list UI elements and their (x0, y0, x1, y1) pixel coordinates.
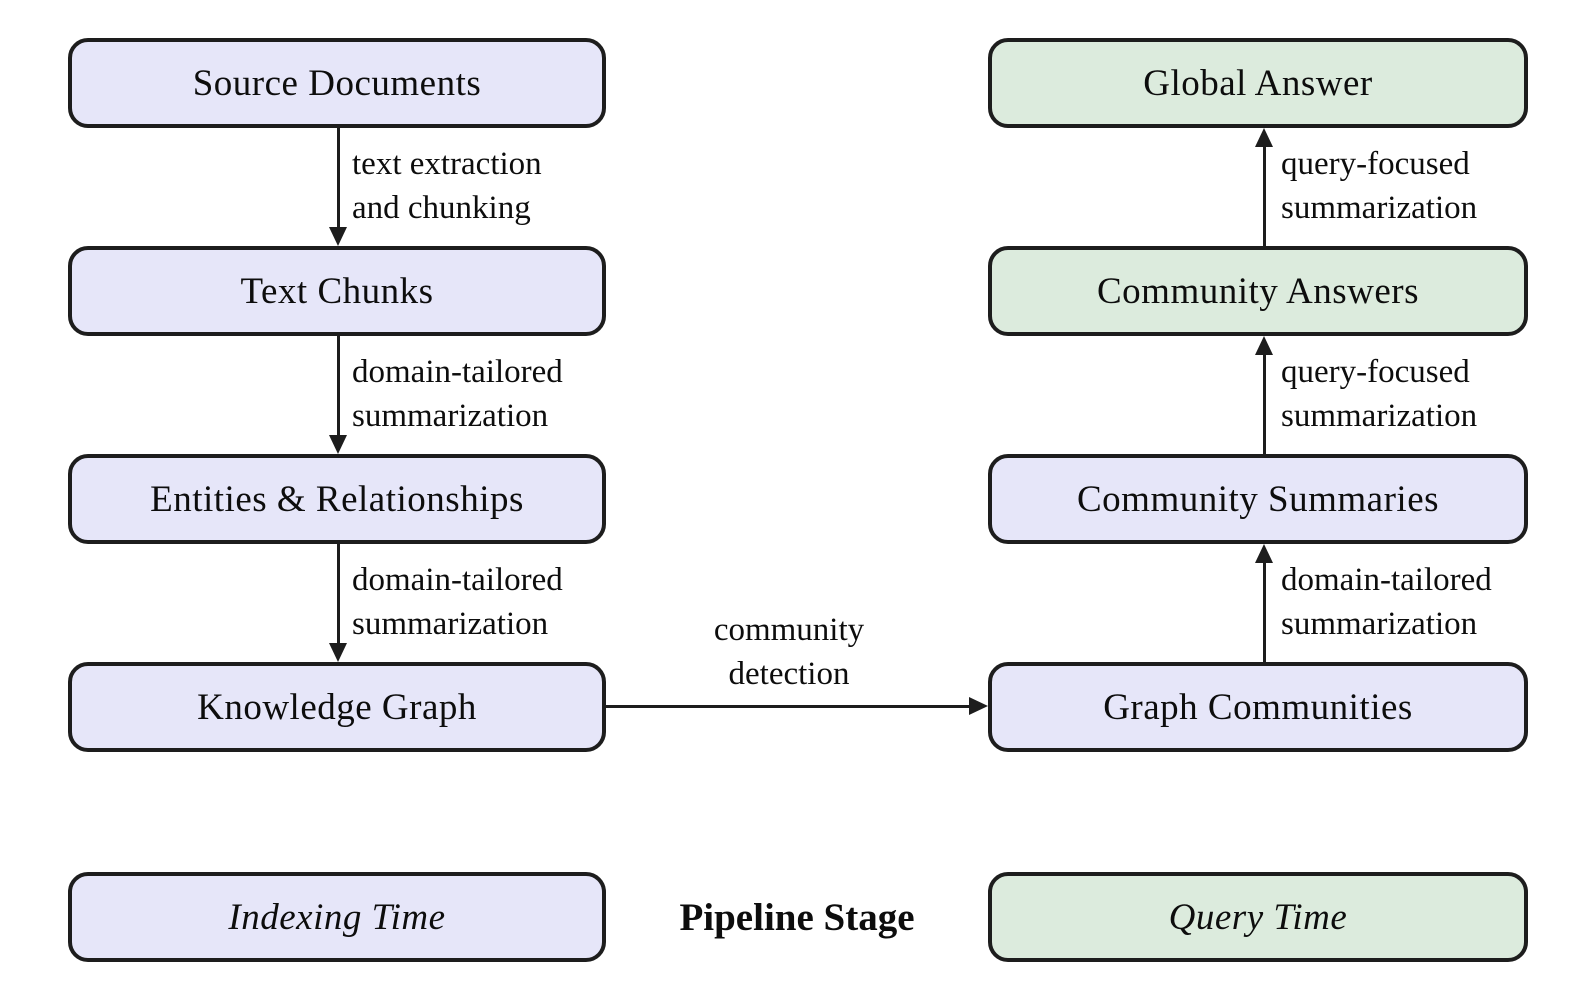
edge-source-to-chunks-label: text extraction and chunking (352, 146, 542, 226)
edge-source-to-chunks-line (337, 128, 340, 228)
legend-indexing-time: Indexing Time (68, 872, 606, 962)
edge-chunks-to-entities-label: domain-tailored summarization (352, 354, 563, 434)
edge-answers-to-global-arrowhead-icon (1255, 128, 1273, 147)
edge-graph-to-communities-label: community detection (713, 612, 865, 692)
edge-answers-to-global-line (1263, 146, 1266, 246)
edge-communities-to-summaries-arrowhead-icon (1255, 544, 1273, 563)
edge-summaries-to-answers-label: query-focused summarization (1281, 354, 1478, 434)
edge-entities-to-graph-line (337, 544, 340, 644)
node-community-answers: Community Answers (988, 246, 1528, 336)
edge-chunks-to-entities-line (337, 336, 340, 436)
node-source-documents: Source Documents (68, 38, 606, 128)
edge-graph-to-communities-line (606, 705, 972, 708)
node-community-summaries: Community Summaries (988, 454, 1528, 544)
legend-query-time: Query Time (988, 872, 1528, 962)
legend-pipeline-stage: Pipeline Stage (679, 895, 915, 939)
edge-entities-to-graph-arrowhead-icon (329, 643, 347, 662)
edge-communities-to-summaries-label: domain-tailored summarization (1281, 562, 1492, 642)
node-text-chunks: Text Chunks (68, 246, 606, 336)
edge-summaries-to-answers-line (1263, 354, 1266, 454)
edge-communities-to-summaries-line (1263, 562, 1266, 662)
node-entities-relationships: Entities & Relationships (68, 454, 606, 544)
edge-entities-to-graph-label: domain-tailored summarization (352, 562, 563, 642)
edge-summaries-to-answers-arrowhead-icon (1255, 336, 1273, 355)
edge-graph-to-communities-arrowhead-icon (969, 697, 988, 715)
node-global-answer: Global Answer (988, 38, 1528, 128)
edge-source-to-chunks-arrowhead-icon (329, 227, 347, 246)
edge-answers-to-global-label: query-focused summarization (1281, 146, 1478, 226)
node-knowledge-graph: Knowledge Graph (68, 662, 606, 752)
node-graph-communities: Graph Communities (988, 662, 1528, 752)
edge-chunks-to-entities-arrowhead-icon (329, 435, 347, 454)
